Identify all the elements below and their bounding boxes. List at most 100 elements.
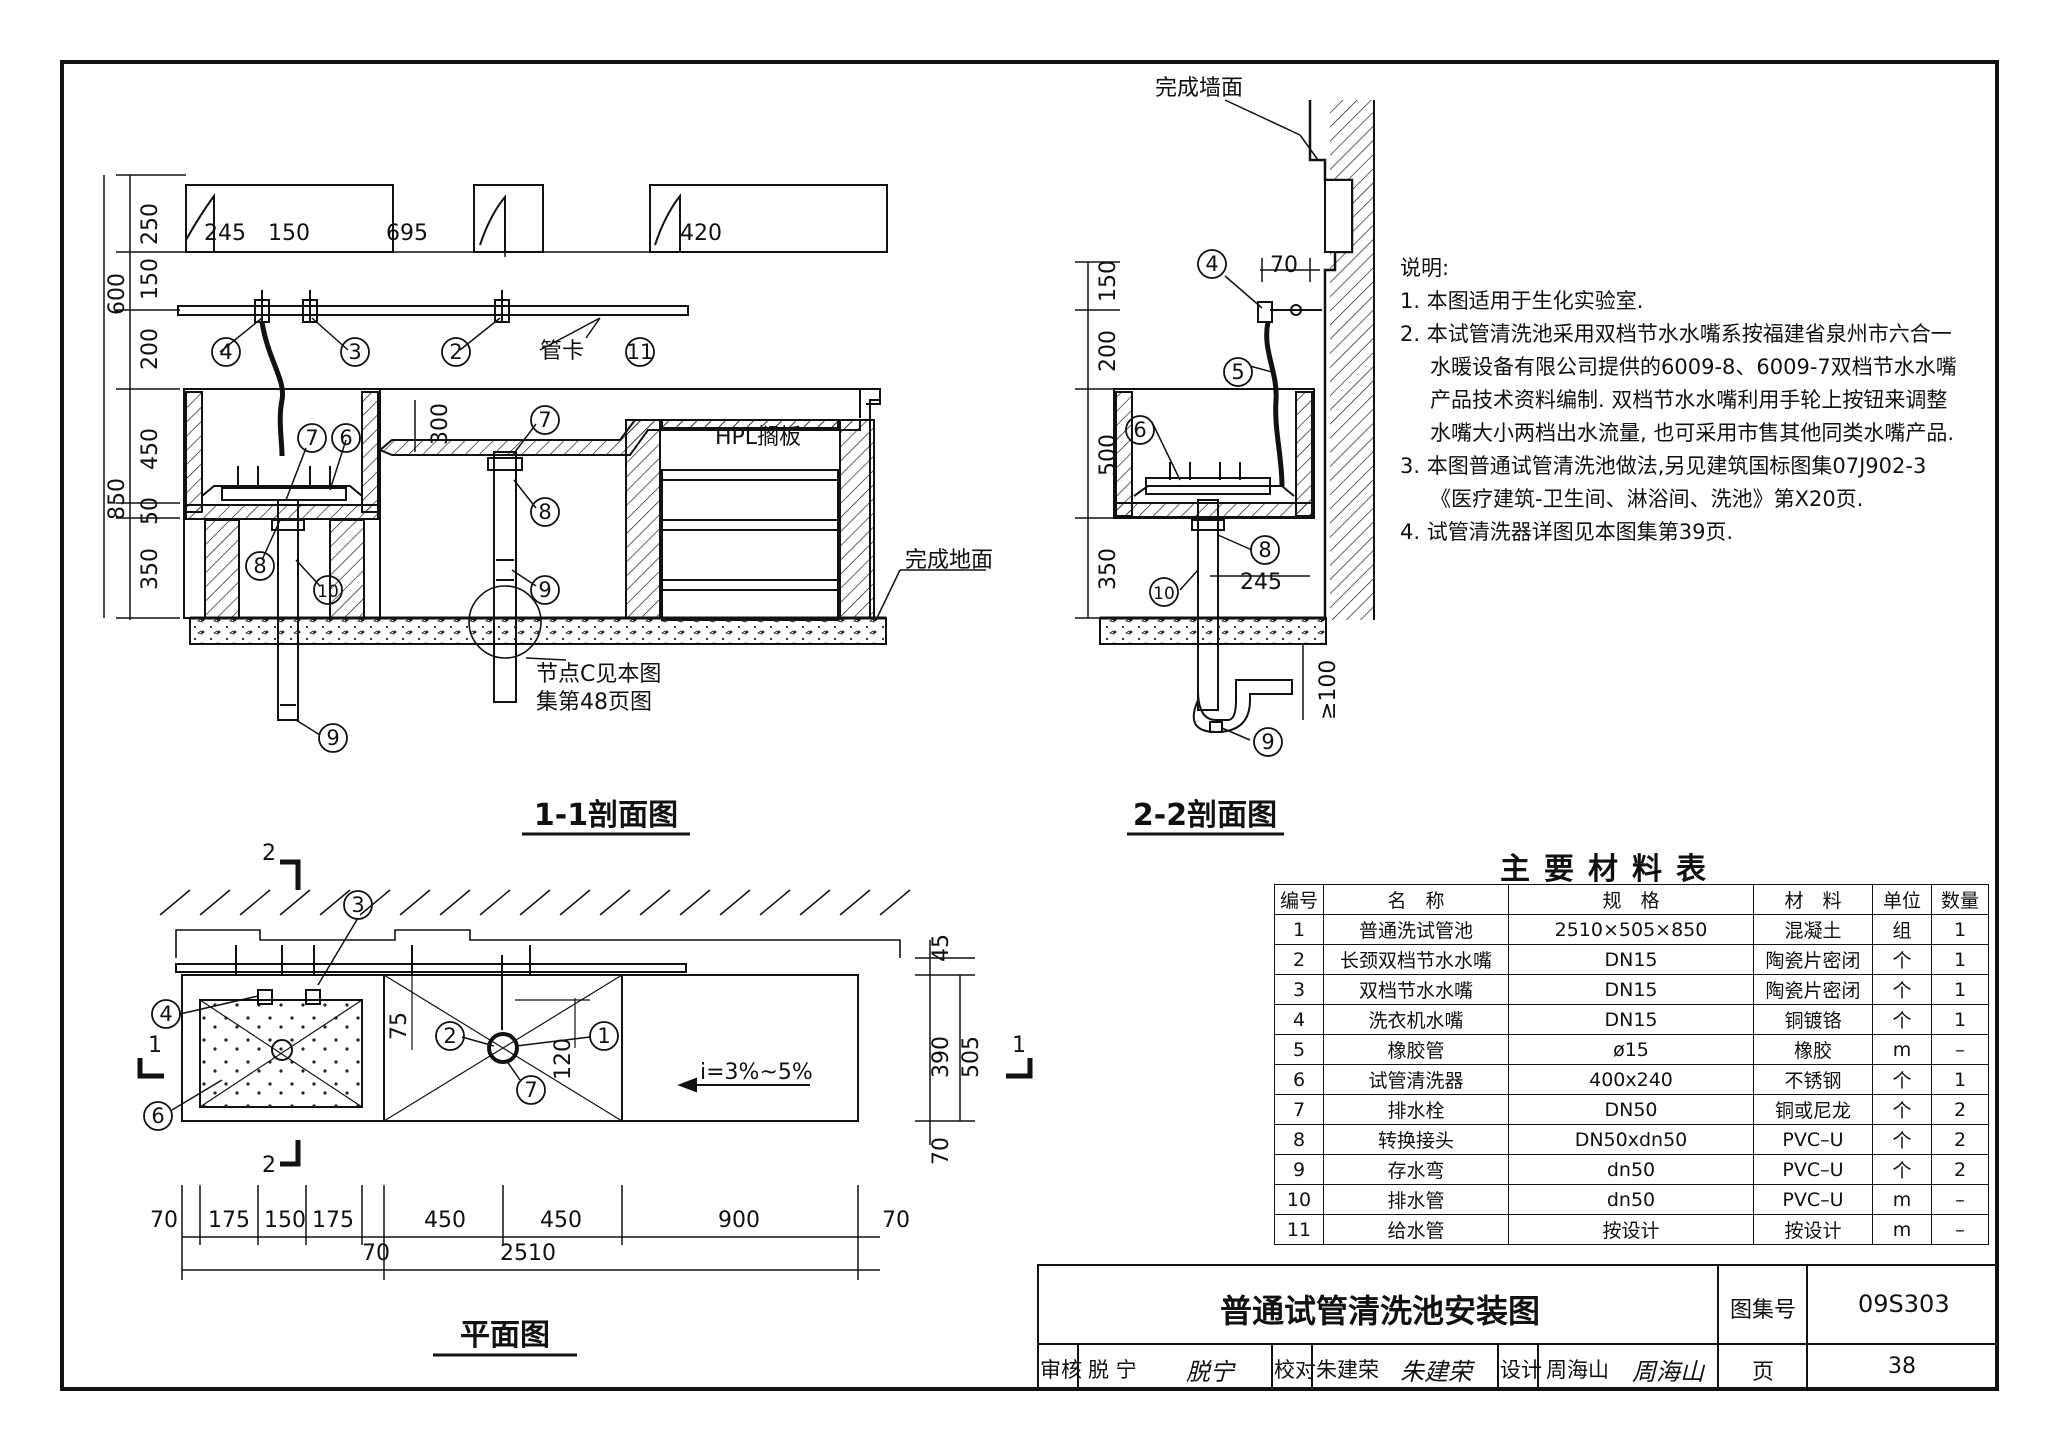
- cell-spec: 按设计: [1508, 1214, 1754, 1245]
- section-mark-1-right: 1: [1012, 1033, 1026, 1058]
- callout-7-a: 7: [305, 426, 318, 450]
- cell-unit: m: [1872, 1214, 1932, 1245]
- cell-no: 3: [1274, 974, 1324, 1005]
- cell-no: 5: [1274, 1034, 1324, 1065]
- signature-designer: 周海山: [1632, 1358, 1704, 1386]
- cell-qty: 1: [1931, 944, 1989, 975]
- plan-dim-70-right: 70: [929, 1137, 954, 1165]
- cell-no: 1: [1274, 914, 1324, 945]
- dim-left-50: 50: [138, 497, 163, 525]
- plan-view: [137, 859, 1033, 1357]
- page-number: 38: [1888, 1354, 1916, 1379]
- atlas-number: 09S303: [1858, 1290, 1950, 1318]
- drawing-title: 普通试管清洗池安装图: [1220, 1292, 1541, 1330]
- header-no: 编号: [1274, 884, 1324, 915]
- cell-name: 存水弯: [1323, 1154, 1509, 1185]
- plan-dim-450-b: 450: [540, 1208, 582, 1233]
- callout-3-a: 3: [348, 340, 361, 364]
- note-3: 3. 本图普通试管清洗池做法,另见建筑国标图集07J902-3《医疗建筑-卫生间…: [1400, 454, 1927, 511]
- cell-name: 双档节水水嘴: [1323, 974, 1509, 1005]
- plan-dim-75: 75: [387, 1012, 412, 1040]
- cell-qty: 1: [1931, 1004, 1989, 1035]
- cell-material: 按设计: [1753, 1214, 1873, 1245]
- cell-qty: –: [1931, 1214, 1989, 1245]
- cell-material: PVC–U: [1753, 1184, 1873, 1215]
- section-2-2: [1075, 99, 1375, 836]
- callout-11: 11: [627, 340, 654, 364]
- cell-unit: m: [1872, 1184, 1932, 1215]
- cell-spec: DN15: [1508, 1004, 1754, 1035]
- cell-no: 6: [1274, 1064, 1324, 1095]
- dim-left-350: 350: [138, 548, 163, 590]
- cell-material: PVC–U: [1753, 1154, 1873, 1185]
- plan-callout-3: 3: [351, 893, 364, 917]
- dim-2-2-500: 500: [1096, 434, 1121, 476]
- pipe-clamp-label: 管卡: [540, 339, 584, 364]
- plan-callouts: [143, 890, 619, 1131]
- cell-name: 普通洗试管池: [1323, 914, 1509, 945]
- cell-no: 11: [1274, 1214, 1324, 1245]
- cell-spec: dn50: [1508, 1154, 1754, 1185]
- plan-callout-7: 7: [524, 1078, 537, 1102]
- cell-unit: 个: [1872, 944, 1932, 975]
- section-2-2-title: 2-2剖面图: [1133, 798, 1277, 833]
- dim-2-2-150: 150: [1096, 260, 1121, 302]
- cell-material: 陶瓷片密闭: [1753, 944, 1873, 975]
- plan-callout-2: 2: [443, 1024, 456, 1048]
- callout-8-b: 8: [538, 500, 551, 524]
- dim-2-2-100: ≥100: [1316, 660, 1341, 720]
- section-2-2-callouts: [1125, 249, 1283, 757]
- callout-6-a: 6: [339, 426, 352, 450]
- designer-name: 周海山: [1546, 1358, 1609, 1382]
- cell-material: 混凝土: [1753, 914, 1873, 945]
- cell-name: 排水栓: [1323, 1094, 1509, 1125]
- dim-2-2-350: 350: [1096, 548, 1121, 590]
- finished-wall-label: 完成墙面: [1155, 76, 1243, 101]
- cell-material: 橡胶: [1753, 1034, 1873, 1065]
- callout-9-c: 9: [1261, 730, 1274, 754]
- check-label: 校对: [1274, 1358, 1316, 1382]
- page-label: 页: [1752, 1360, 1775, 1385]
- cell-material: 不锈钢: [1753, 1064, 1873, 1095]
- checker-name: 朱建荣: [1316, 1358, 1379, 1382]
- cell-unit: 个: [1872, 1154, 1932, 1185]
- node-note-line1: 节点C见本图: [536, 662, 661, 687]
- review-label: 审核: [1040, 1358, 1082, 1382]
- cell-name: 转换接头: [1323, 1124, 1509, 1155]
- cell-spec: 2510×505×850: [1508, 914, 1754, 945]
- plan-callout-1: 1: [597, 1024, 610, 1048]
- plan-title: 平面图: [460, 1318, 550, 1353]
- callout-4-a: 4: [219, 340, 232, 364]
- cell-qty: 1: [1931, 914, 1989, 945]
- cell-qty: 1: [1931, 974, 1989, 1005]
- cell-material: 铜镀铬: [1753, 1004, 1873, 1035]
- cell-no: 9: [1274, 1154, 1324, 1185]
- header-unit: 单位: [1872, 884, 1932, 915]
- section-1-1-callouts: [211, 337, 655, 753]
- plan-dim-175-b: 175: [312, 1208, 354, 1233]
- cell-name: 排水管: [1323, 1184, 1509, 1215]
- dim-2-2-245: 245: [1240, 570, 1282, 595]
- signature-checker: 朱建荣: [1400, 1358, 1472, 1386]
- plan-dim-2510: 2510: [500, 1241, 556, 1266]
- cell-material: 陶瓷片密闭: [1753, 974, 1873, 1005]
- header-spec: 规 格: [1508, 884, 1754, 915]
- dim-2-2-70: 70: [1270, 253, 1298, 278]
- dim-left-450: 450: [138, 428, 163, 470]
- cell-qty: 2: [1931, 1154, 1989, 1185]
- dim-245: 245: [204, 221, 246, 246]
- hpl-shelf-label: HPL搁板: [715, 425, 801, 450]
- cell-name: 洗衣机水嘴: [1323, 1004, 1509, 1035]
- signature-reviewer: 脱宁: [1186, 1358, 1234, 1386]
- cell-spec: 400x240: [1508, 1064, 1754, 1095]
- cell-material: 铜或尼龙: [1753, 1094, 1873, 1125]
- materials-title: 主要材料表: [1500, 852, 1720, 887]
- reviewer-name: 脱 宁: [1088, 1358, 1137, 1382]
- plan-dim-390: 390: [929, 1036, 954, 1078]
